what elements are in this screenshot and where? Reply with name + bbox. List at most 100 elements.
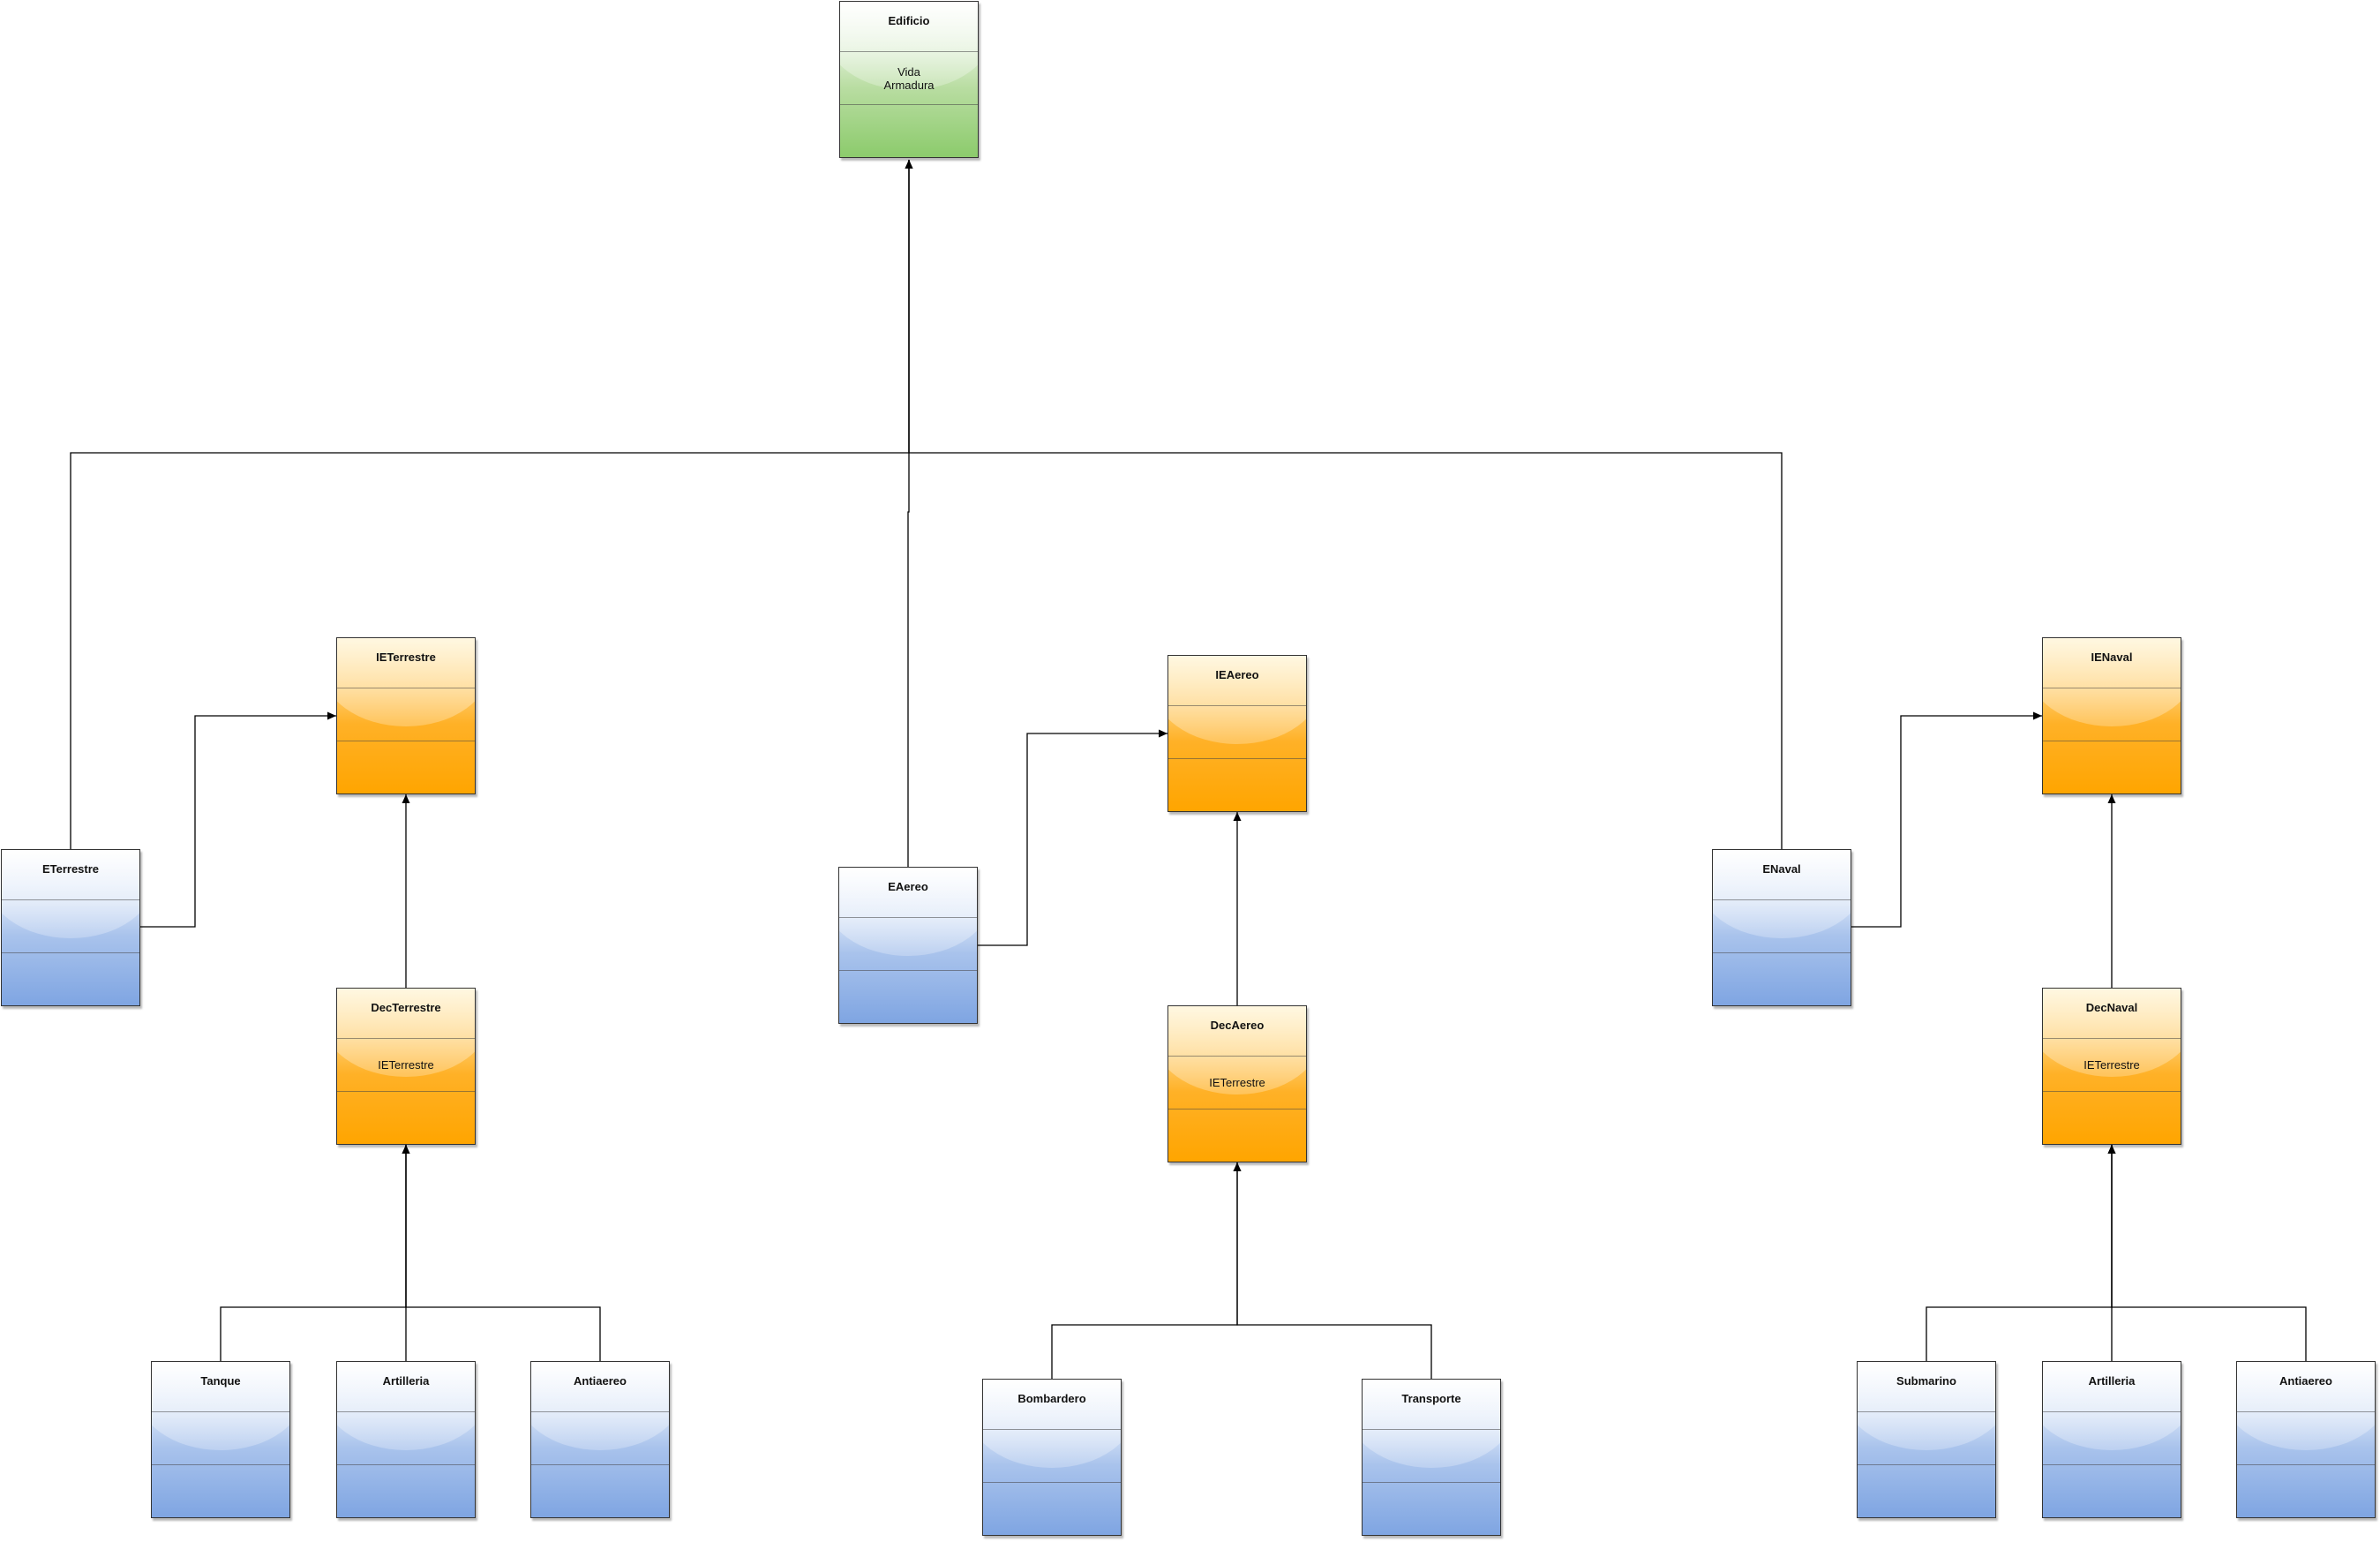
inheritance-edge-submarino-to-decnaval: [1926, 1145, 2116, 1361]
class-operations: [840, 104, 978, 157]
class-name: Bombardero: [983, 1380, 1121, 1430]
class-operations: [2237, 1464, 2375, 1517]
class-attributes: [531, 1412, 669, 1465]
arrowhead-icon: [2033, 711, 2042, 720]
class-operations: [983, 1482, 1121, 1535]
class-operations: [337, 1091, 475, 1144]
inheritance-edge-antiaereo-n-to-decnaval: [2107, 1145, 2307, 1361]
class-attribute: Armadura: [883, 78, 935, 92]
inheritance-edge-decnaval-to-ienaval: [2107, 794, 2116, 988]
class-operations: [2, 952, 139, 1005]
class-operations: [839, 970, 977, 1023]
class-operations: [531, 1464, 669, 1517]
class-name: Submarino: [1858, 1362, 1995, 1412]
class-box-ienaval[interactable]: IENaval: [2042, 637, 2181, 794]
class-name: Tanque: [152, 1362, 289, 1412]
class-name: IETerrestre: [337, 638, 475, 688]
class-name: Transporte: [1363, 1380, 1500, 1430]
inheritance-edge-bombardero-to-decaereo: [1051, 1162, 1242, 1379]
class-box-tanque[interactable]: Tanque: [151, 1361, 290, 1518]
class-box-antiaereo-t[interactable]: Antiaereo: [530, 1361, 670, 1518]
arrowhead-icon: [905, 160, 913, 169]
class-attributes: [1168, 706, 1306, 759]
arrowhead-icon: [2107, 1145, 2116, 1154]
class-operations: [1858, 1464, 1995, 1517]
class-operations: [1713, 952, 1851, 1005]
class-name: Artilleria: [2043, 1362, 2181, 1412]
class-attributes: [2043, 1412, 2181, 1465]
class-attributes: [983, 1430, 1121, 1483]
class-attributes: [2043, 688, 2181, 741]
class-box-submarino[interactable]: Submarino: [1857, 1361, 1996, 1518]
class-attribute: IETerrestre: [1209, 1076, 1265, 1089]
class-box-enaval[interactable]: ENaval: [1712, 849, 1851, 1006]
inheritance-edge-transporte-to-decaereo: [1233, 1162, 1432, 1379]
class-attribute: IETerrestre: [378, 1058, 434, 1072]
inheritance-edge-enaval-to-ienaval: [1851, 711, 2042, 928]
class-operations: [1168, 1109, 1306, 1162]
class-box-ieaereo[interactable]: IEAereo: [1167, 655, 1307, 812]
class-operations: [2043, 1464, 2181, 1517]
class-name: Artilleria: [337, 1362, 475, 1412]
class-attributes: [2, 900, 139, 953]
class-box-artilleria-t[interactable]: Artilleria: [336, 1361, 476, 1518]
class-operations: [337, 741, 475, 794]
inheritance-edge-decterrestre-to-ieterrestre: [402, 794, 410, 988]
class-name: ETerrestre: [2, 850, 139, 900]
class-box-ieterrestre[interactable]: IETerrestre: [336, 637, 476, 794]
class-operations: [2043, 741, 2181, 794]
class-box-eterrestre[interactable]: ETerrestre: [1, 849, 140, 1006]
arrowhead-icon: [1159, 729, 1167, 738]
class-name: EAereo: [839, 868, 977, 918]
class-attributes: [1858, 1412, 1995, 1465]
class-name: IEAereo: [1168, 656, 1306, 706]
class-name: DecTerrestre: [337, 989, 475, 1039]
class-attributes: [2237, 1412, 2375, 1465]
class-operations: [1168, 758, 1306, 811]
class-operations: [1363, 1482, 1500, 1535]
class-attributes: [337, 688, 475, 741]
arrowhead-icon: [327, 711, 336, 720]
inheritance-edge-enaval-to-edificio: [905, 160, 1783, 849]
class-attributes: IETerrestre: [1168, 1057, 1306, 1109]
inheritance-edge-eterrestre-to-edificio: [70, 160, 913, 849]
class-name: DecNaval: [2043, 989, 2181, 1039]
class-attributes: [839, 918, 977, 971]
class-name: DecAereo: [1168, 1006, 1306, 1057]
class-attributes: [152, 1412, 289, 1465]
inheritance-edge-eterrestre-to-ieterrestre: [140, 711, 336, 928]
class-attributes: [1713, 900, 1851, 953]
class-operations: [2043, 1091, 2181, 1144]
arrowhead-icon: [402, 1145, 410, 1154]
class-box-antiaereo-n[interactable]: Antiaereo: [2236, 1361, 2376, 1518]
arrowhead-icon: [2107, 794, 2116, 803]
class-box-bombardero[interactable]: Bombardero: [982, 1379, 1122, 1536]
class-attributes: IETerrestre: [337, 1039, 475, 1092]
arrowhead-icon: [1233, 1162, 1242, 1171]
class-name: IENaval: [2043, 638, 2181, 688]
inheritance-edge-antiaereo-t-to-decterrestre: [402, 1145, 601, 1361]
class-attributes: IETerrestre: [2043, 1039, 2181, 1092]
class-operations: [337, 1464, 475, 1517]
inheritance-edge-tanque-to-decterrestre: [220, 1145, 410, 1361]
class-box-transporte[interactable]: Transporte: [1362, 1379, 1501, 1536]
class-operations: [152, 1464, 289, 1517]
class-attributes: [1363, 1430, 1500, 1483]
arrowhead-icon: [1233, 812, 1242, 821]
class-name: Antiaereo: [2237, 1362, 2375, 1412]
class-box-artilleria-n[interactable]: Artilleria: [2042, 1361, 2181, 1518]
class-box-eaereo[interactable]: EAereo: [838, 867, 978, 1024]
class-name: ENaval: [1713, 850, 1851, 900]
class-name: Edificio: [840, 2, 978, 52]
class-attributes: [337, 1412, 475, 1465]
class-attribute: Vida: [897, 64, 920, 79]
class-attribute: IETerrestre: [2083, 1058, 2140, 1072]
class-name: Antiaereo: [531, 1362, 669, 1412]
